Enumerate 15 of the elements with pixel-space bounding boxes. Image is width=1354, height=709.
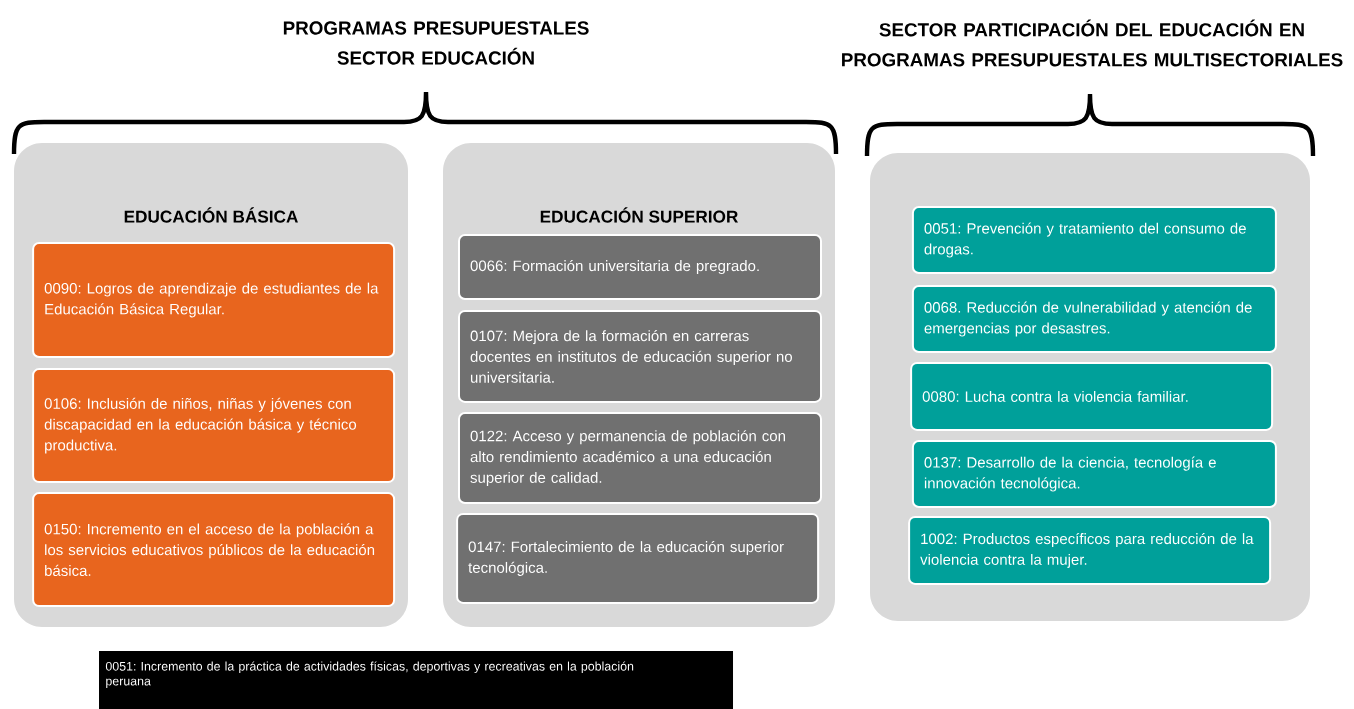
program-box: 0137: Desarrollo de la ciencia, tecnología e innovación tecnológica. [911, 440, 1277, 508]
program-box: 0122: Acceso y permanencia de población con alto rendimiento académico a una educación superior de calidad. [458, 412, 822, 504]
program-box: 1002: Productos específicos para reducción de la violencia contra la mujer. [908, 515, 1272, 585]
program-box: 0106: Inclusión de niños, niñas y jóvenes con discapacidad en la educación básica y técnico productiva. [32, 368, 396, 484]
note-box: 0051: Incremento de la práctica de actividades físicas, deportivas y recreativas en la población peruana [99, 651, 733, 709]
section-heading: SECTOR PARTICIPACIÓN DEL EDUCACIÓN EN PROGRAMAS PRESUPUESTALES MULTISECTORIALES [842, 19, 1343, 67]
program-box: 0090: Logros de aprendizaje de estudiantes de la Educación Básica Regular. [32, 242, 396, 358]
program-box: 0147: Fortalecimiento de la educación superior tecnológica. [456, 512, 820, 604]
program-box: 0150: Incremento en el acceso de la población a los servicios educativos públicos de la educación básica. [32, 492, 396, 608]
program-box: 0066: Formación universitaria de pregrado. [458, 234, 822, 300]
program-box: 0080: Lucha contra la violencia familiar. [910, 361, 1274, 431]
program-box: 0107: Mejora de la formación en carreras docentes en institutos de educación superior no universitaria. [458, 309, 822, 403]
section-heading: PROGRAMAS PRESUPUESTALES SECTOR EDUCACIÓN [283, 21, 589, 65]
program-box: 0051: Prevención y tratamiento del consumo de drogas. [911, 206, 1277, 274]
program-box: 0068. Reducción de vulnerabilidad y atención de emergencias por desastres. [911, 285, 1277, 353]
